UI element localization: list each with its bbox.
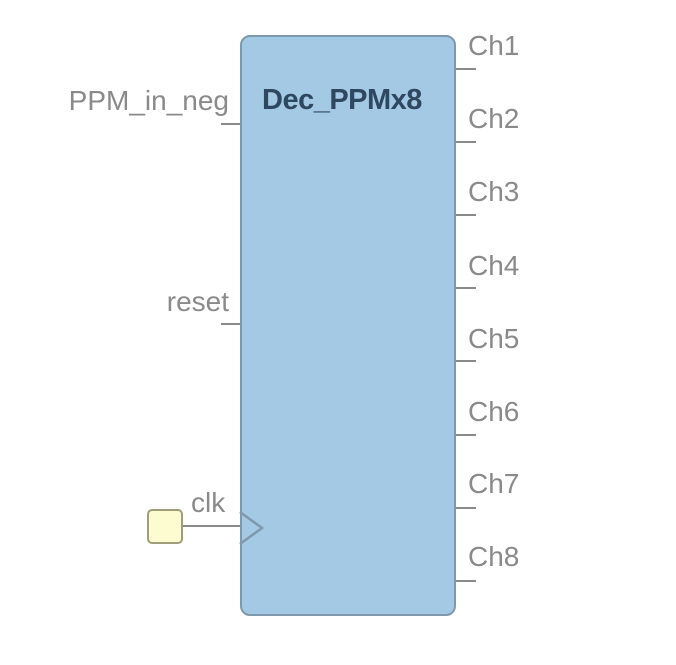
output-pin-ch8[interactable] — [456, 580, 476, 582]
input-pin-reset[interactable] — [221, 323, 240, 325]
input-pin-ppm-in-neg[interactable] — [221, 123, 240, 125]
output-label-ch7: Ch7 — [468, 468, 520, 499]
output-pin-ch4[interactable] — [456, 287, 476, 289]
output-pin-ch1[interactable] — [456, 68, 476, 70]
output-label-ch2: Ch2 — [468, 103, 520, 134]
dec-ppmx8-block[interactable] — [240, 35, 456, 616]
input-label-reset: reset — [166, 286, 229, 317]
output-label-ch1: Ch1 — [468, 30, 520, 61]
output-pin-ch7[interactable] — [456, 507, 476, 509]
output-label-ch4: Ch4 — [468, 250, 520, 281]
output-label-ch5: Ch5 — [468, 323, 520, 354]
input-label-ppm-in-neg: PPM_in_neg — [68, 85, 229, 116]
output-pin-ch6[interactable] — [456, 434, 476, 436]
output-label-ch6: Ch6 — [468, 396, 520, 427]
output-pin-ch3[interactable] — [456, 214, 476, 216]
block-title: Dec_PPMx8 — [262, 84, 422, 116]
output-label-ch8: Ch8 — [468, 541, 520, 572]
output-pin-ch5[interactable] — [456, 360, 476, 362]
output-label-ch3: Ch3 — [468, 176, 520, 207]
input-label-clk: clk — [191, 487, 226, 518]
clock-triangle-icon — [239, 510, 265, 546]
clk-wire — [183, 525, 240, 527]
output-pin-ch2[interactable] — [456, 141, 476, 143]
clock-source-port[interactable] — [147, 509, 183, 544]
